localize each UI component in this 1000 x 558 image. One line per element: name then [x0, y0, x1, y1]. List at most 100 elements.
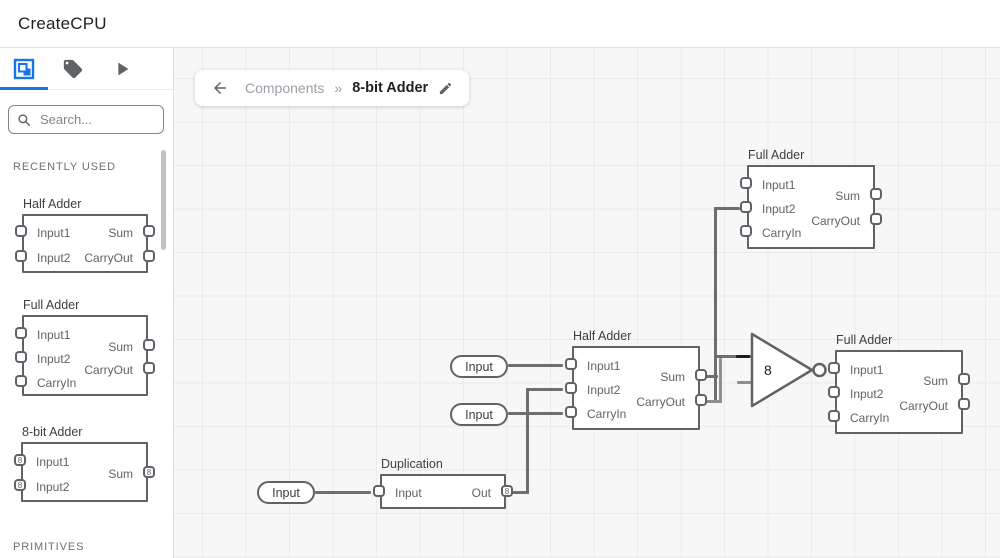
port-label: Input2	[850, 387, 884, 401]
port-label: Sum	[660, 370, 685, 384]
breadcrumb: Components » 8-bit Adder	[195, 70, 470, 106]
port-out-bus[interactable]: 8	[501, 485, 513, 497]
node-duplication[interactable]: Duplication 8 Input Out	[373, 457, 513, 509]
wire[interactable]	[511, 491, 529, 494]
search-box[interactable]	[8, 105, 164, 134]
wire[interactable]	[315, 491, 371, 494]
port-input2[interactable]	[828, 386, 840, 398]
port-carryout[interactable]	[143, 362, 155, 374]
wire[interactable]	[526, 388, 563, 391]
node-full-adder-right[interactable]: Full Adder Input1 Input2 CarryIn Sum Car…	[828, 333, 970, 434]
port-label: CarryOut	[84, 363, 133, 377]
gate-bus-width-label: 8	[764, 362, 772, 378]
component-frame-icon	[13, 58, 35, 79]
node-half-adder[interactable]: Half Adder Input1 Input2 CarryIn Sum Car…	[565, 329, 707, 430]
tab-tags[interactable]	[61, 56, 85, 82]
port-carryout[interactable]	[958, 398, 970, 410]
port-label: Input2	[37, 352, 71, 366]
port-sum[interactable]	[958, 373, 970, 385]
port-input1[interactable]	[15, 327, 27, 339]
arrow-left-icon	[214, 82, 226, 94]
port-label: CarryOut	[84, 251, 133, 265]
node-title: Duplication	[381, 457, 443, 471]
port-carryin[interactable]	[565, 406, 577, 418]
search-input[interactable]	[38, 111, 148, 128]
library-item-title: Half Adder	[23, 197, 82, 211]
input-pin[interactable]: Input	[450, 403, 508, 426]
node-body[interactable]: 8 Input Out	[373, 474, 513, 509]
wire[interactable]	[705, 375, 718, 378]
node-body[interactable]: Input1 Input2 CarryIn Sum CarryOut	[828, 350, 970, 434]
port-carryout[interactable]	[695, 394, 707, 406]
port-label: CarryIn	[587, 407, 627, 421]
editor-canvas[interactable]: Components » 8-bit Adder Full Adder Inpu…	[174, 48, 1000, 558]
wire[interactable]	[737, 381, 752, 384]
port-label: Input1	[587, 359, 621, 373]
tag-icon	[63, 59, 83, 78]
wire[interactable]	[714, 355, 752, 358]
not-gate[interactable]: 8	[750, 332, 836, 412]
port-label: CarryIn	[37, 376, 77, 390]
input-pin[interactable]: Input	[450, 355, 508, 378]
node-body[interactable]: Input1 Input2 CarryIn Sum CarryOut	[565, 346, 707, 430]
port-input2[interactable]	[15, 250, 27, 262]
wire[interactable]	[736, 355, 750, 358]
port-sum[interactable]	[143, 225, 155, 237]
back-button[interactable]	[211, 79, 229, 97]
port-carryout[interactable]	[143, 250, 155, 262]
port-input1[interactable]	[565, 358, 577, 370]
port-sum[interactable]	[870, 188, 882, 200]
selected-tab-indicator	[0, 87, 48, 90]
port-sum-bus[interactable]: 8	[143, 466, 155, 478]
wire[interactable]	[526, 388, 529, 494]
port-carryin[interactable]	[15, 375, 27, 387]
tab-run[interactable]	[110, 56, 134, 82]
search-icon	[18, 113, 31, 126]
port-label: Sum	[923, 374, 948, 388]
node-title: Full Adder	[836, 333, 893, 347]
port-sum[interactable]	[695, 369, 707, 381]
breadcrumb-current: 8-bit Adder	[352, 80, 429, 96]
section-recently-used: RECENTLY USED	[13, 161, 116, 173]
port-carryin[interactable]	[828, 410, 840, 422]
port-label: Sum	[108, 340, 133, 354]
port-label: CarryOut	[636, 395, 685, 409]
sidebar-scrollbar[interactable]	[161, 150, 166, 250]
wire[interactable]	[705, 400, 722, 403]
breadcrumb-parent[interactable]: Components	[245, 80, 325, 96]
library-item-half-adder[interactable]: Half Adder Input1 Input2 Sum CarryOut	[15, 197, 155, 273]
port-carryout[interactable]	[870, 213, 882, 225]
port-label: CarryIn	[850, 411, 890, 425]
port-input1[interactable]	[828, 362, 840, 374]
node-body[interactable]: Input1 Input2 CarryIn Sum CarryOut	[740, 165, 882, 249]
play-icon	[118, 62, 129, 75]
rename-button[interactable]	[438, 81, 453, 96]
node-full-adder-top[interactable]: Full Adder Input1 Input2 CarryIn Sum Car…	[740, 148, 882, 249]
port-input1[interactable]	[740, 177, 752, 189]
wire[interactable]	[719, 358, 722, 403]
library-item-full-adder[interactable]: Full Adder Input1 Input2 CarryIn Sum Car…	[15, 298, 155, 396]
port-input2-bus[interactable]: 8	[14, 479, 26, 491]
port-input1-bus[interactable]: 8	[14, 454, 26, 466]
wire[interactable]	[508, 364, 563, 367]
sidebar: RECENTLY USED Half Adder Input1 Input2 S…	[0, 48, 174, 558]
port-sum[interactable]	[143, 339, 155, 351]
port-carryin[interactable]	[740, 225, 752, 237]
library-item-body[interactable]: 8 8 8 Input1 Input2 Sum	[14, 442, 155, 502]
wire[interactable]	[714, 207, 717, 403]
library-item-body[interactable]: Input1 Input2 Sum CarryOut	[15, 214, 155, 273]
port-input1[interactable]	[15, 225, 27, 237]
port-input[interactable]	[373, 485, 385, 497]
port-label: CarryOut	[811, 214, 860, 228]
library-item-8bit-adder[interactable]: 8-bit Adder 8 8 8 Input1 Input2 Sum	[14, 425, 155, 502]
port-input2[interactable]	[740, 201, 752, 213]
port-input2[interactable]	[15, 351, 27, 363]
port-input2[interactable]	[565, 382, 577, 394]
tab-components[interactable]	[12, 56, 36, 82]
library-item-body[interactable]: Input1 Input2 CarryIn Sum CarryOut	[15, 315, 155, 396]
wire[interactable]	[714, 207, 740, 210]
input-pin[interactable]: Input	[257, 481, 315, 504]
wire[interactable]	[508, 412, 563, 415]
port-label: Sum	[108, 467, 133, 481]
app-header: CreateCPU	[0, 0, 1000, 48]
